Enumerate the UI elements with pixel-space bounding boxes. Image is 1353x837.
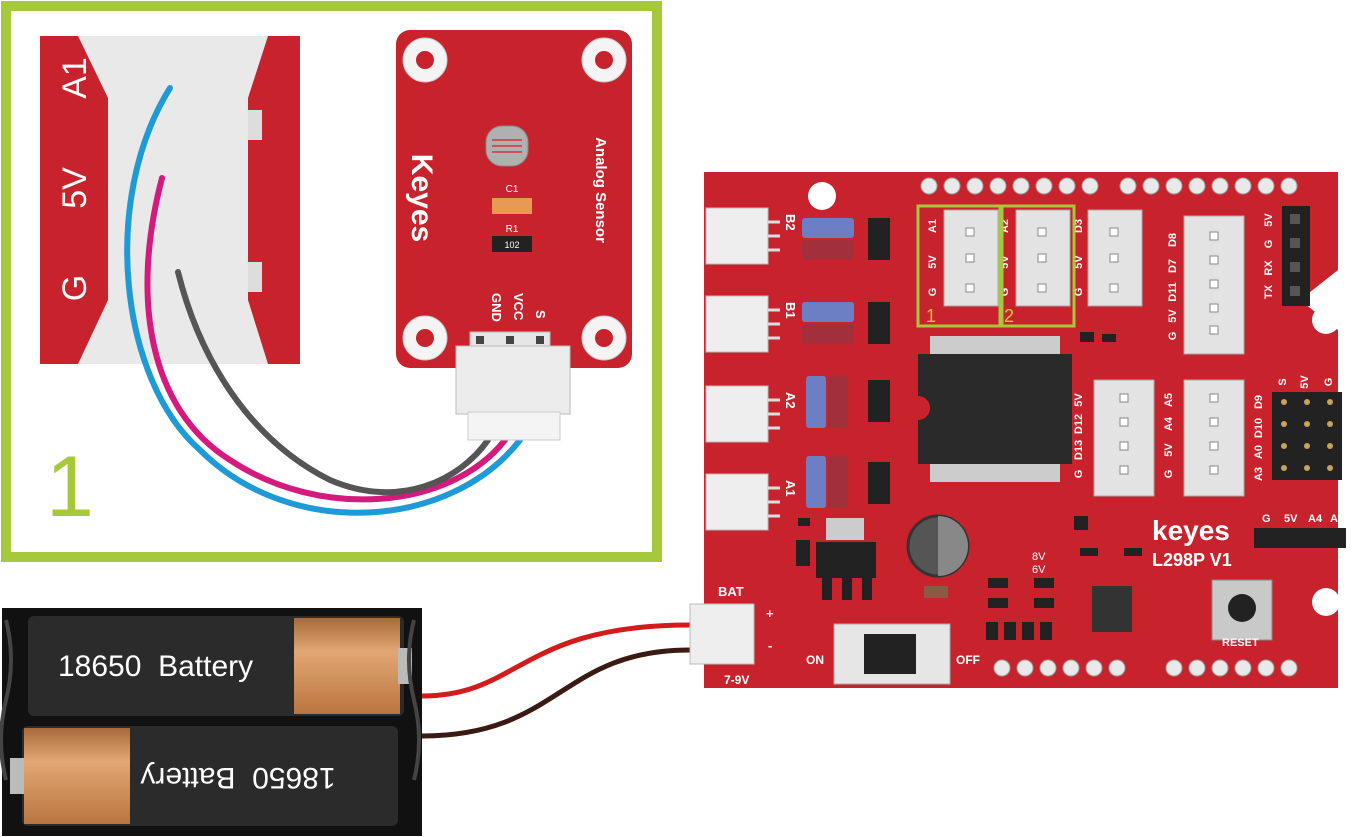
grid-header-g: G [1323, 378, 1335, 387]
reset-label: RESET [1222, 637, 1259, 649]
battery-cell-top-label: 18650 Battery [58, 650, 253, 683]
pin-s: S [533, 310, 548, 319]
port-a5-pin-g: G [1163, 470, 1175, 479]
port-d8-pin-g: G [1167, 332, 1179, 341]
analog-sensor-module: Keyes Analog Sensor C1 R1 102 GND VCC S [396, 30, 632, 441]
motor-connectors [705, 207, 769, 531]
motor-port-b2: B2 [783, 214, 798, 231]
uart-pin-rx: RX [1263, 260, 1275, 276]
voltage-6v: 6V [1032, 564, 1046, 576]
port-d12-pin-5v: 5V [1073, 393, 1085, 407]
uart-pin-g: G [1263, 240, 1275, 249]
side-pin-d10: D10 [1253, 418, 1265, 438]
motor-port-a2: A2 [783, 392, 798, 409]
group-number: 1 [46, 439, 94, 535]
board-model: L298P V1 [1152, 550, 1232, 570]
power-port-label: BAT [718, 584, 744, 599]
port3-pin-d3: D3 [1073, 219, 1085, 233]
sensor-brand: Keyes [405, 154, 438, 242]
resistor-marking: 102 [504, 240, 519, 250]
uart-pin-tx: TX [1263, 284, 1275, 299]
grid-header-s: S [1277, 378, 1289, 385]
wire-negative [421, 647, 691, 739]
resistor-r1 [492, 236, 532, 252]
side-pin-a0: A0 [1253, 445, 1265, 459]
bottom-right-header [1254, 528, 1346, 548]
uart-pin-5v: 5V [1263, 213, 1275, 227]
port1-pin-5v: 5V [927, 255, 939, 269]
cable-label-a1: A1 [56, 57, 94, 99]
grid-header-5v: 5V [1299, 375, 1311, 389]
pin-vcc: VCC [511, 293, 526, 321]
port1-pin-g: G [927, 288, 939, 297]
bottom-header-g: G [1262, 513, 1271, 525]
voltage-8v: 8V [1032, 551, 1046, 563]
port1-pin-a1: A1 [927, 219, 939, 233]
sensor-wires [124, 85, 523, 516]
port-d12-pin-d12: D12 [1073, 414, 1085, 434]
battery-pack: 18650 Battery 18650 Battery [0, 608, 422, 836]
capacitor-c1 [492, 198, 532, 214]
l298p-chip [918, 336, 1072, 482]
reset-button[interactable] [1211, 579, 1273, 641]
battery-cell-bottom-label: 18650 Battery [140, 761, 335, 794]
bottom-header-5v: 5V [1284, 513, 1298, 525]
bottom-header-a5: A5 [1330, 513, 1344, 525]
motor-port-b1: B1 [783, 302, 798, 319]
switch-on-label: ON [806, 653, 824, 667]
port-highlight [916, 204, 1076, 328]
top-header [920, 177, 1298, 195]
label-r1: R1 [506, 224, 519, 235]
port-a5-pin-5v: 5V [1163, 443, 1175, 457]
highlight-label-2: 2 [1004, 306, 1014, 326]
power-range: 7-9V [724, 673, 749, 687]
wire-gnd-grey [175, 269, 491, 496]
wire-signal-blue [124, 85, 523, 516]
bottom-header-a4: A4 [1308, 513, 1323, 525]
bottom-header [993, 659, 1298, 677]
sensor-name: Analog Sensor [592, 137, 609, 243]
port-d8-pin-d8: D8 [1167, 233, 1179, 247]
wire-vcc-magenta [144, 175, 508, 503]
power-connector [689, 603, 755, 665]
port3-pin-5v: 5V [1073, 255, 1085, 269]
side-pin-a3: A3 [1253, 467, 1265, 481]
voltage-regulator [816, 542, 876, 578]
port-d12-pin-d13: D13 [1073, 440, 1085, 460]
ic-chip-small [1092, 586, 1132, 632]
port-d8-pin-5v: 5V [1167, 309, 1179, 323]
port-d8-pin-d11: D11 [1167, 282, 1179, 302]
highlight-label-1: 1 [926, 306, 936, 326]
port3-pin-g: G [1073, 288, 1085, 297]
wire-positive [421, 622, 691, 699]
port2-pin-g: G [999, 288, 1011, 297]
board-brand: keyes [1152, 515, 1230, 546]
group-1-frame: 1 [1, 1, 662, 562]
label-c1: C1 [506, 184, 519, 195]
battery-wires [421, 622, 691, 739]
port-d12-pin-g: G [1073, 470, 1085, 479]
switch-off-label: OFF [956, 653, 980, 667]
port-a5-pin-a4: A4 [1163, 416, 1175, 431]
power-plus: + [766, 606, 774, 621]
cable-label-g: G [56, 275, 94, 301]
power-minus: - [768, 638, 772, 653]
cable-label-5v: 5V [56, 167, 94, 209]
pin-gnd: GND [489, 293, 504, 322]
side-pin-d9: D9 [1253, 395, 1265, 409]
motor-leds [802, 218, 854, 508]
port-a5-pin-a5: A5 [1163, 393, 1175, 407]
port-d8-pin-d7: D7 [1167, 259, 1179, 273]
l298p-board: B2 B1 A2 A1 A1 5V G A2 [689, 172, 1346, 688]
motor-port-a1: A1 [783, 480, 798, 497]
